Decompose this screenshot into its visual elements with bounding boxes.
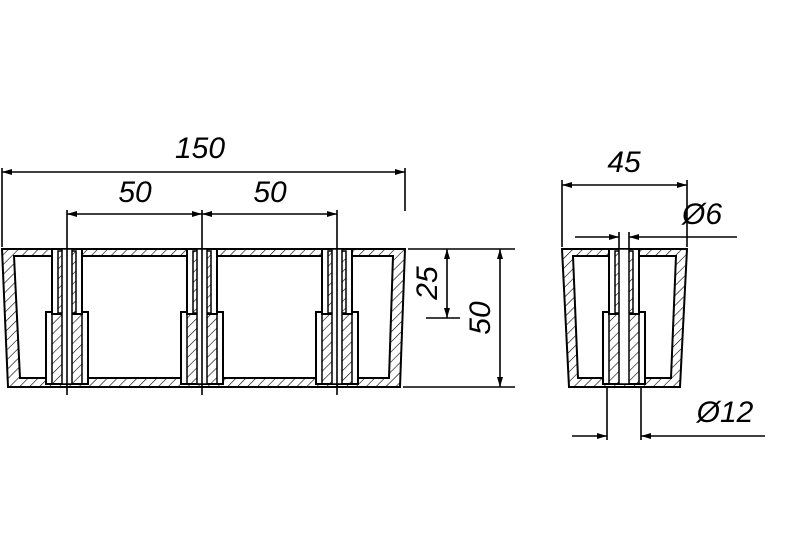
front-view: 150 50 50 25 50 bbox=[0, 132, 515, 395]
dim-text-50-left: 50 bbox=[118, 176, 152, 209]
dim-text-50-height: 50 bbox=[464, 301, 497, 335]
dim-text-25: 25 bbox=[411, 266, 444, 301]
side-tube bbox=[602, 248, 646, 385]
front-body-section bbox=[0, 248, 407, 388]
dim-text-50-right: 50 bbox=[253, 176, 287, 209]
dim-text-d12: Ø12 bbox=[696, 396, 754, 429]
dim-text-45: 45 bbox=[607, 146, 641, 179]
side-body-section bbox=[560, 248, 689, 388]
dim-text-d6: Ø6 bbox=[681, 198, 722, 231]
dim-text-150: 150 bbox=[175, 132, 225, 165]
side-view: 45 Ø6 Ø12 bbox=[560, 146, 765, 440]
